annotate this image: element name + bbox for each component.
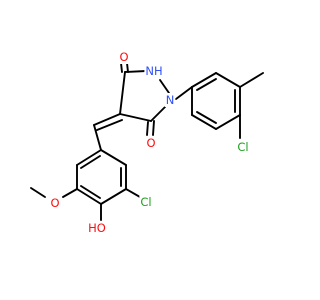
bond-b6-b1 [76, 149, 102, 166]
atom-o-methoxy: O [50, 196, 59, 210]
bond-b5-o [62, 188, 78, 198]
bond-b1-b2 [100, 149, 127, 166]
bond-c3-c4 [119, 113, 152, 122]
atom-label-background [145, 136, 157, 150]
bond-b3-cl [125, 188, 141, 198]
atom-cl-right: Cl [237, 140, 248, 154]
atom-label-background [118, 50, 130, 64]
atom-label-background [87, 221, 107, 235]
bond-b4-b5 [76, 188, 102, 205]
bond-c4-c5 [119, 71, 126, 115]
bond-n-c3 [150, 106, 166, 122]
bond-nh-n [159, 79, 170, 94]
atom-labels: O NH N O Cl Cl O HO [49, 50, 250, 235]
bond-b3-b4 [100, 188, 127, 205]
bond-a1-a2 [191, 72, 217, 88]
bond-o-ch3 [30, 187, 46, 198]
bond-c3-o-b [152, 120, 155, 136]
atom-cl-bottom: Cl [140, 195, 151, 209]
bond-c5-o-a [120, 62, 123, 73]
bond-a5-a6 [191, 114, 217, 130]
bond-a2-a3 [215, 72, 241, 88]
bond-ch-ring [93, 124, 102, 151]
atom-label-background [139, 195, 153, 209]
bonds [30, 62, 264, 221]
atom-o-top: O [119, 50, 128, 64]
atom-label-background [49, 196, 61, 210]
atom-o-bottom: O [146, 136, 155, 150]
atom-n-ring: N [166, 93, 175, 107]
atom-hydroxyl: HO [88, 221, 106, 235]
bond-c4-ch-b [96, 119, 123, 131]
atom-label-background [236, 140, 250, 154]
bond-b6-b1-inner [80, 155, 101, 169]
molecule-structure: O NH N O Cl Cl O HO [30, 50, 264, 235]
bond-b4-b5-inner [80, 185, 101, 199]
bond-c5-o-b [126, 62, 129, 73]
bond-n-ring [175, 86, 193, 100]
bond-a5-a6-inner [196, 111, 217, 124]
atom-label-background [164, 93, 176, 107]
bond-a3-ch3 [239, 72, 264, 88]
atom-label-background [144, 64, 164, 78]
bond-c3-o-a [146, 121, 149, 136]
bond-a4-a5 [215, 114, 241, 130]
bond-c4-ch-a [93, 113, 121, 126]
atom-nh: NH [145, 64, 162, 78]
bond-a1-a2-inner [196, 78, 217, 91]
